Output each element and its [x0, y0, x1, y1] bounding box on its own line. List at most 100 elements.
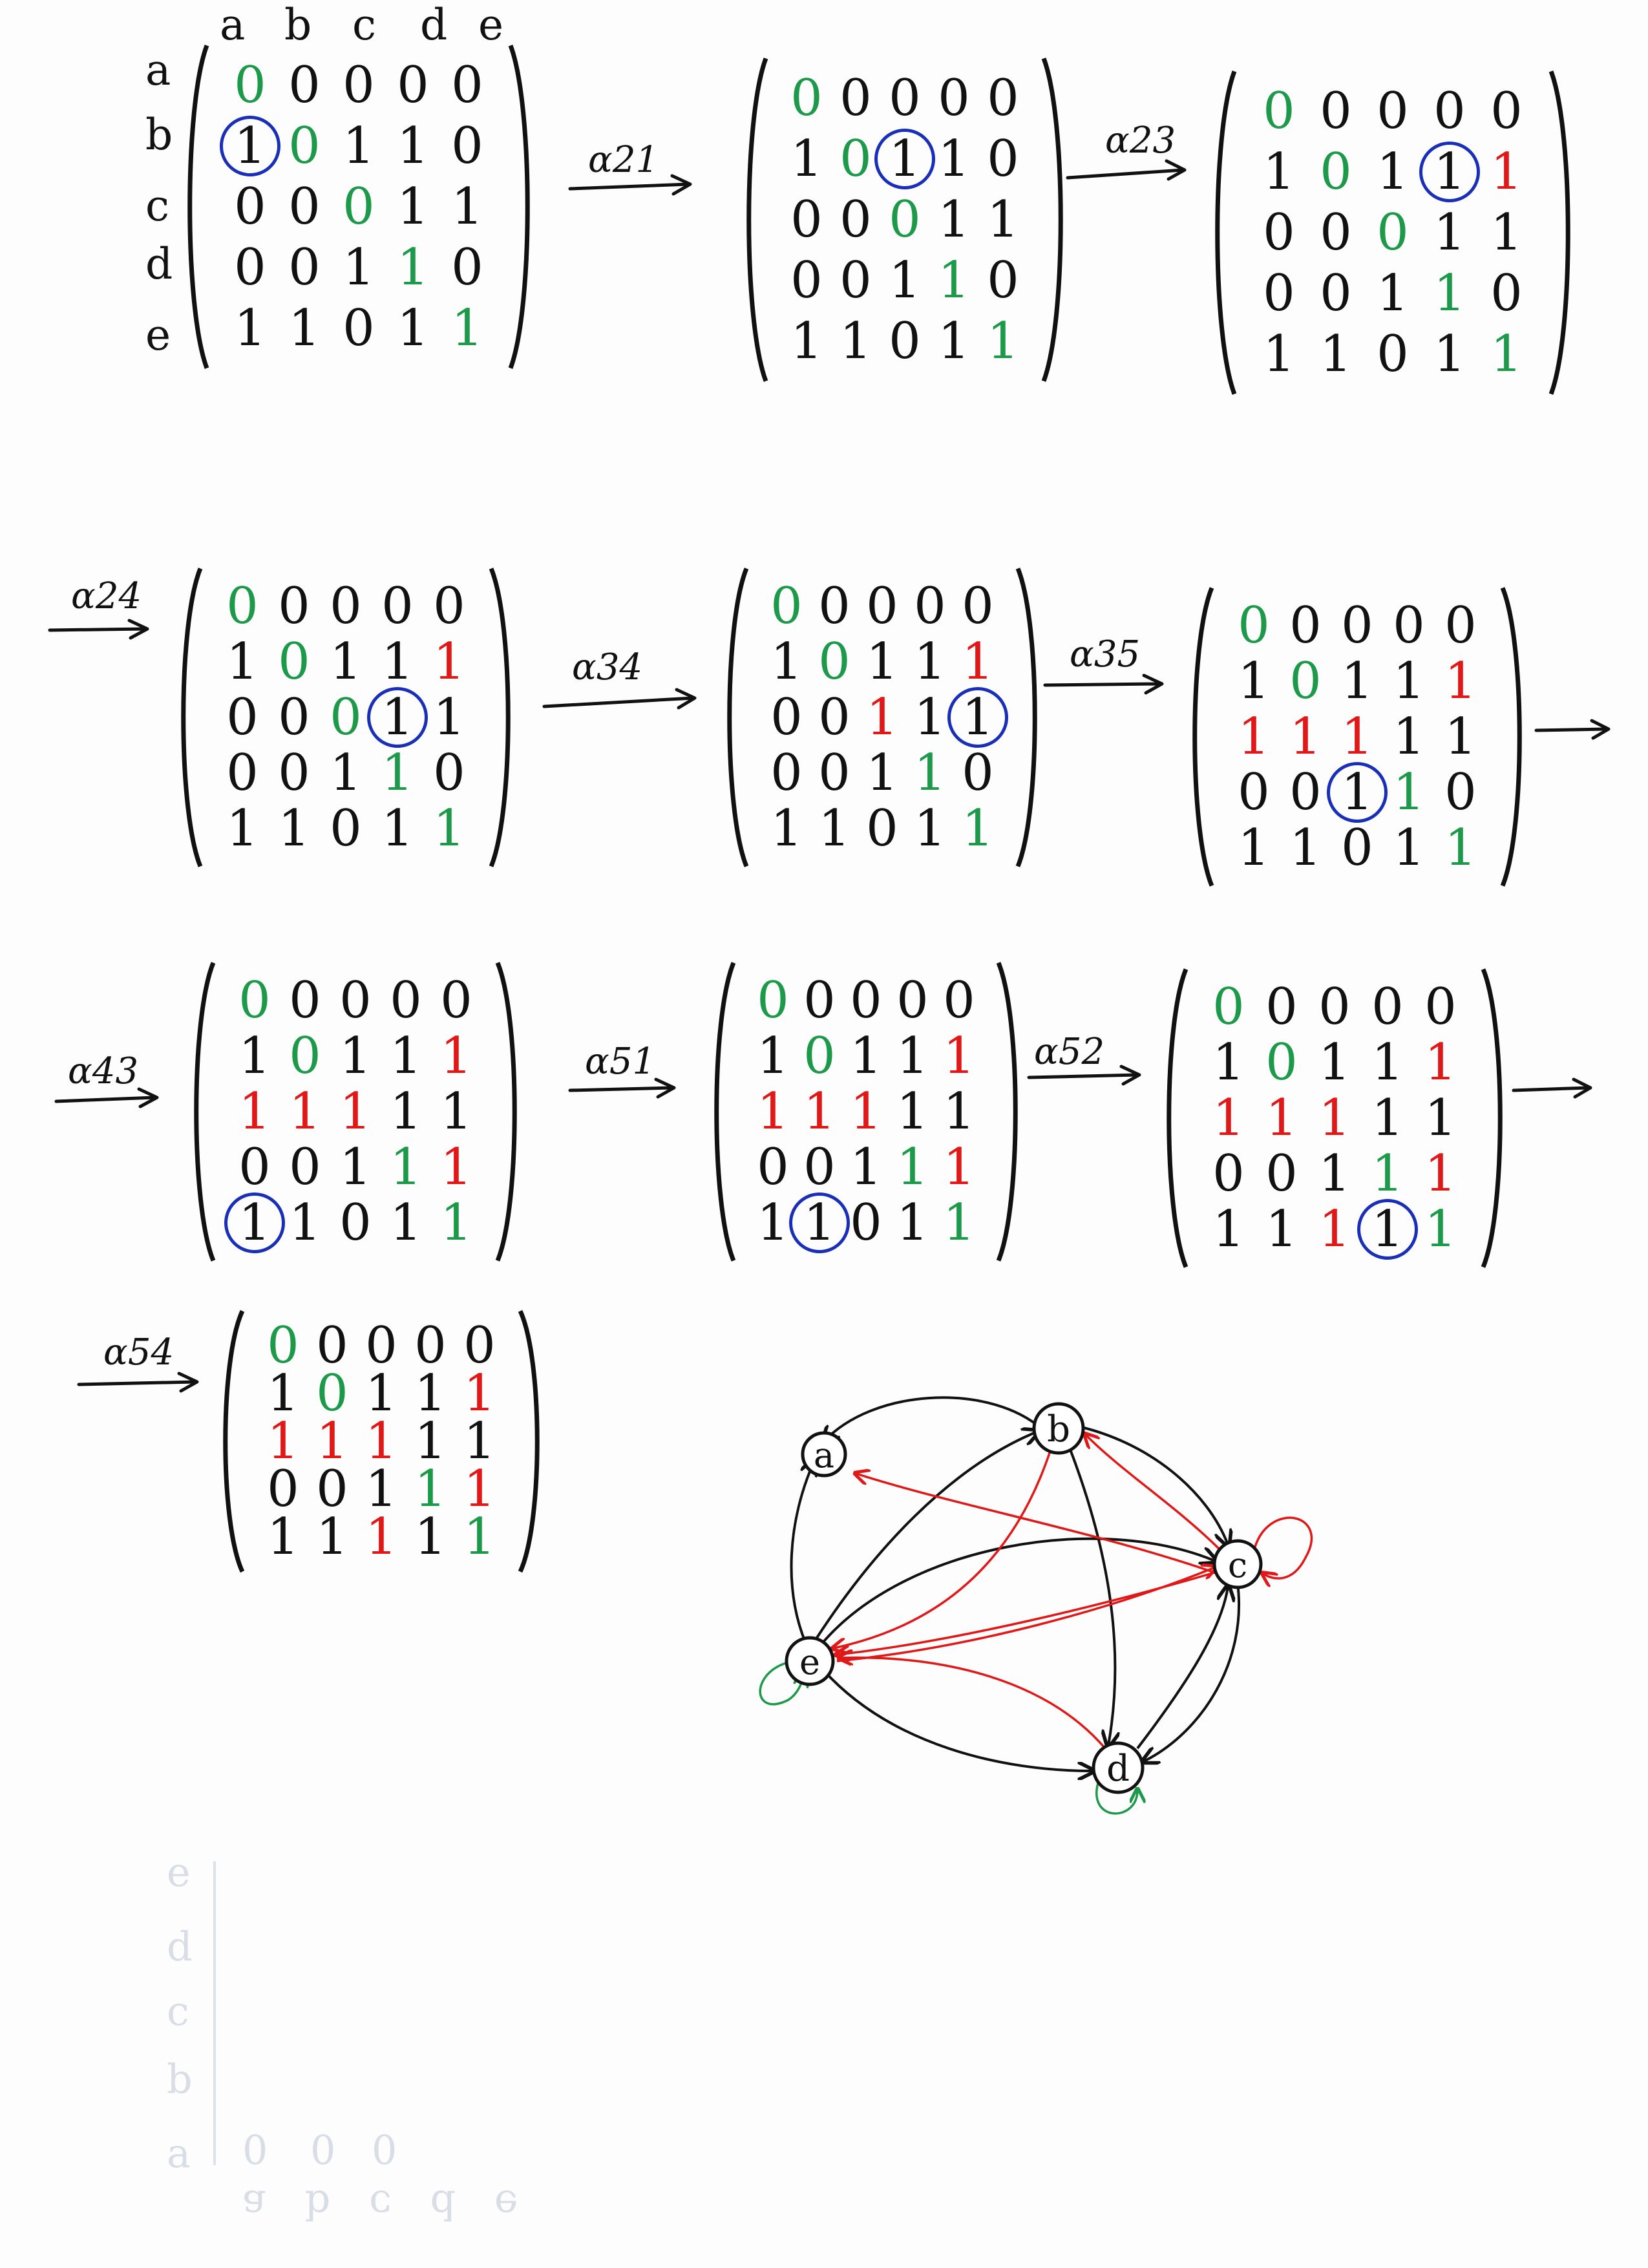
matrix-cell-r5-c4: 1 [896, 1194, 929, 1252]
matrix-cell-r1-c5: 0 [1490, 82, 1523, 140]
matrix-cell-r3-c3: 0 [330, 688, 362, 747]
matrix-cell-r3-c4: 1 [938, 191, 970, 249]
right-bracket [488, 957, 527, 1267]
matrix-cell-r2-c1: 1 [1238, 652, 1270, 710]
matrix-cell-r1-c1: 0 [267, 1317, 299, 1375]
matrix-cell-r3-c1: 1 [267, 1412, 299, 1470]
node-e: e [785, 1636, 835, 1686]
arrow-1 [568, 174, 698, 203]
matrix-cell-r5-c1: 1 [267, 1508, 299, 1566]
matrix-cell-r3-c4: 1 [390, 1083, 422, 1141]
col-label-c: c [352, 0, 376, 50]
matrix-cell-r1-c5: 0 [987, 69, 1019, 127]
matrix-cell-r2-c5: 1 [1490, 143, 1523, 201]
row-label-e: e [145, 310, 171, 360]
matrix-cell-r2-c3: 1 [365, 1364, 397, 1423]
matrix-cell-r2-c5: 0 [451, 117, 483, 175]
matrix-cell-r3-c1: 0 [1263, 204, 1295, 262]
edge-e-b [813, 1432, 1037, 1643]
edge-d-c [1136, 1587, 1228, 1750]
matrix-cell-r4-c4: 1 [1433, 264, 1466, 323]
matrix-cell-r1-c3: 0 [1318, 978, 1351, 1036]
matrix-cell-r2-c4: 1 [414, 1364, 447, 1423]
matrix-cell-r3-c3: 0 [1377, 204, 1409, 262]
node-a: a [801, 1431, 847, 1478]
matrix-cell-r5-c3: 0 [330, 800, 362, 858]
matrix-cell-r1-c4: 0 [1371, 978, 1404, 1036]
matrix-cell-r2-c2: 0 [818, 633, 850, 691]
matrix-cell-r2-c2: 0 [316, 1364, 348, 1423]
matrix-cell-r1-c2: 0 [1289, 597, 1322, 655]
matrix-cell-r2-c4: 1 [390, 1027, 422, 1085]
matrix-cell-r5-c1: 1 [229, 1195, 280, 1251]
matrix-cell-r1-c5: 0 [1424, 978, 1457, 1036]
matrix-cell-r1-c4: 0 [914, 577, 946, 635]
row-label-c: c [145, 181, 169, 231]
ghost-row-e: e [167, 1849, 191, 1896]
column-labels: a b c d e [220, 0, 517, 50]
matrix-cell-r4-c2: 0 [1265, 1145, 1298, 1203]
matrix-cell-r5-c3: 0 [339, 1194, 372, 1252]
matrix-cell-r4-c2: 0 [818, 744, 850, 802]
matrix-cell-r5-c3: 0 [343, 299, 375, 357]
matrix-cell-r4-c1: 0 [790, 251, 823, 310]
edge-c-d [1144, 1583, 1240, 1761]
right-bracket [1541, 65, 1580, 401]
matrix-cell-r4-c4: 1 [1393, 763, 1425, 821]
matrix-cell-r4-c5: 0 [962, 744, 994, 802]
matrix-cell-r3-c5: 1 [451, 178, 483, 236]
left-bracket [213, 1306, 252, 1577]
matrix-cell-r2-c4: 1 [914, 633, 946, 691]
matrix-cell-r5-c3: 0 [1377, 325, 1409, 383]
matrix-cell-r2-c2: 0 [1265, 1033, 1298, 1092]
matrix-cell-r3-c4: 1 [397, 178, 429, 236]
matrix-cell-r4-c4: 1 [896, 1138, 929, 1196]
arrow-6 [1534, 717, 1619, 746]
matrix-cell-r1-c2: 0 [818, 577, 850, 635]
matrix-cell-r5-c1: 1 [790, 312, 823, 370]
matrix-cell-r3-c3: 1 [1318, 1089, 1351, 1147]
matrix-cell-r1-c3: 0 [343, 56, 375, 114]
row-label-d: d [145, 239, 173, 289]
edge-b-d [1068, 1447, 1115, 1745]
left-bracket [737, 52, 776, 388]
matrix-cell-r1-c4: 0 [1393, 597, 1425, 655]
matrix-cell-r5-c5: 1 [962, 800, 994, 858]
matrix-cell-r3-c2: 0 [288, 178, 321, 236]
matrix-cell-r5-c2: 1 [278, 800, 310, 858]
arrow-label-8: α52 [1034, 1031, 1105, 1073]
arrow-label-7: α51 [585, 1041, 656, 1083]
left-bracket [704, 957, 743, 1267]
matrix-cell-r1-c1: 0 [226, 577, 259, 635]
matrix-cell-r3-c3: 1 [866, 688, 898, 747]
matrix-cell-r1-c5: 0 [463, 1317, 496, 1375]
matrix-cell-r5-c2: 1 [818, 800, 850, 858]
matrix-cell-r4-c5: 0 [451, 238, 483, 297]
right-bracket [989, 957, 1028, 1267]
matrix-cell-r3-c1: 1 [1238, 708, 1270, 766]
matrix-cell-r1-c2: 0 [288, 56, 321, 114]
svg-text:a: a [814, 1435, 834, 1476]
matrix-cell-r3-c2: 1 [1289, 708, 1322, 766]
left-bracket [1157, 963, 1196, 1273]
matrix-cell-r5-c3: 1 [1318, 1200, 1351, 1258]
matrix-cell-r2-c5: 1 [433, 633, 465, 691]
matrix-cell-r4-c3: 1 [343, 238, 375, 297]
node-b: b [1032, 1402, 1085, 1455]
matrix-cell-r5-c2: 1 [316, 1508, 348, 1566]
matrix-cell-r5-c5: 1 [1424, 1200, 1457, 1258]
matrix-cell-r5-c2: 1 [1320, 325, 1352, 383]
matrix-cell-r5-c5: 1 [1444, 819, 1477, 877]
matrix-cell-r1-c4: 0 [1433, 82, 1466, 140]
matrix-cell-r1-c5: 0 [1444, 597, 1477, 655]
matrix-cell-r1-c1: 0 [234, 56, 266, 114]
matrix-cell-r1-c4: 0 [414, 1317, 447, 1375]
matrix-cell-r3-c1: 0 [226, 688, 259, 747]
matrix-cell-r1-c4: 0 [381, 577, 414, 635]
loop-d [1095, 1780, 1137, 1815]
matrix-cell-r3-c4: 1 [896, 1083, 929, 1141]
